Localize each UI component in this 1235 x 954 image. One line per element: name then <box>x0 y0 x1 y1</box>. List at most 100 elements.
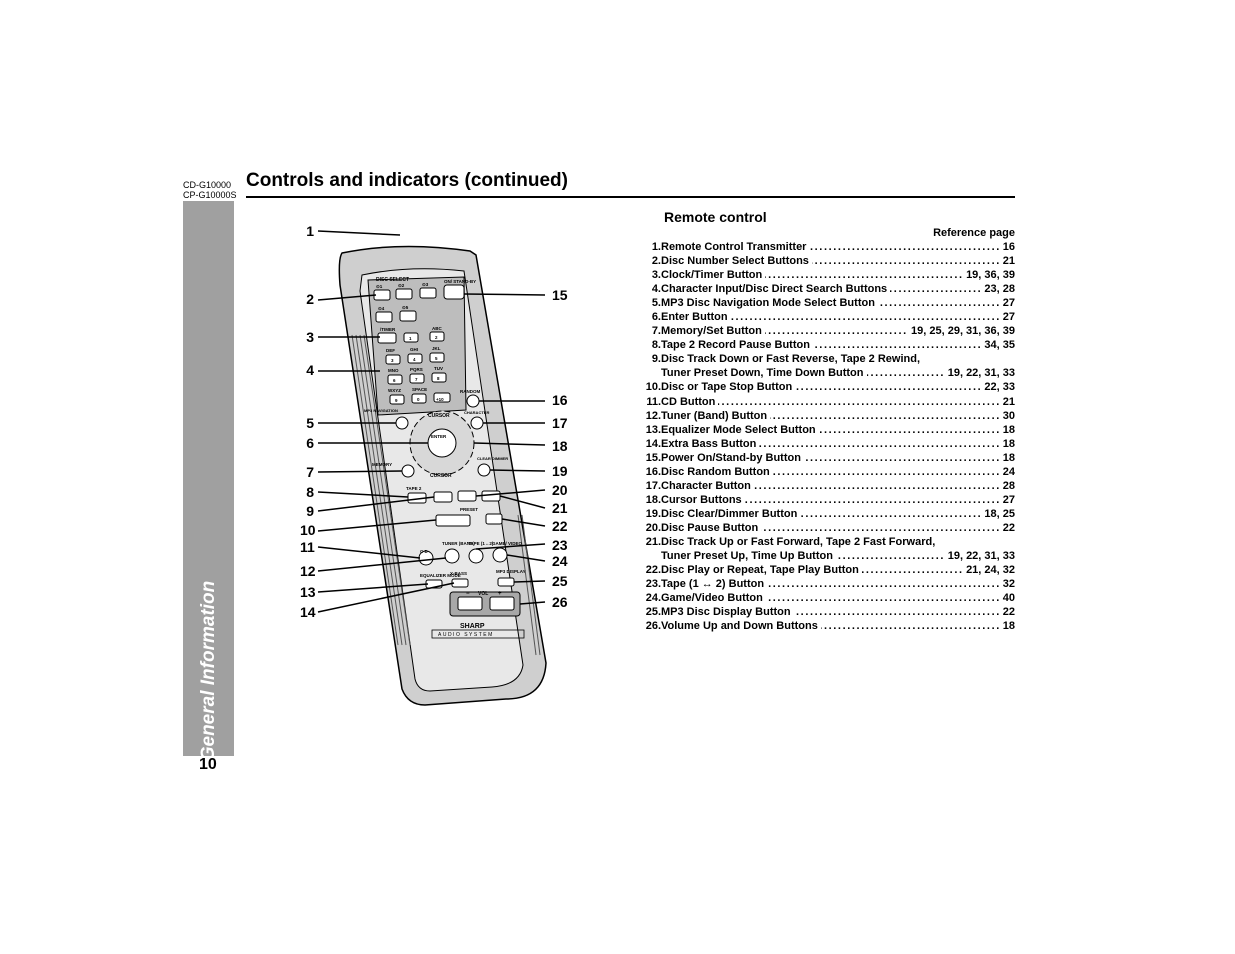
item-pages: 19, 22, 31, 33 <box>944 549 1015 564</box>
item-label: Disc or Tape Stop Button <box>661 380 796 395</box>
remote-key-4: 4 <box>413 357 416 362</box>
item-number: 9. <box>651 353 661 366</box>
remote-disc-4: ⊙4 <box>378 306 385 311</box>
list-item: 7.......................................… <box>640 324 1015 339</box>
remote-label-x-bass: X-BASS <box>450 571 467 576</box>
section-title: Remote control <box>664 209 767 225</box>
remote-label-mp3-display: MP3 DISPLAY <box>496 569 526 574</box>
list-item: 21.Disc Track Up or Fast Forward, Tape 2… <box>640 534 1015 549</box>
list-item: 20......................................… <box>640 520 1015 535</box>
item-pages: 27 <box>999 310 1015 325</box>
remote-disc-1: ⊙1 <box>376 284 383 289</box>
model-number-2: CP-G10000S <box>183 190 237 200</box>
remote-label-audio-system: AUDIO SYSTEM <box>438 632 494 638</box>
item-label: Character Input/Disc Direct Search Butto… <box>661 282 891 297</box>
leader-dots: ........................................… <box>661 311 1015 324</box>
callout-number: 26 <box>552 594 568 610</box>
list-item: 19......................................… <box>640 506 1015 521</box>
callout-number: 7 <box>306 464 314 480</box>
item-number: 11. <box>646 395 661 408</box>
item-pages: 22 <box>999 605 1015 620</box>
remote-label-equalizer-mode: EQUALIZER MODE <box>420 573 461 578</box>
list-item: 23......................................… <box>640 577 1015 592</box>
item-label: Disc Track Up or Fast Forward, Tape 2 Fa… <box>661 534 939 549</box>
item-pages: 18 <box>999 436 1015 451</box>
item-label: Cursor Buttons <box>661 492 745 507</box>
list-item: ........................................… <box>640 549 1015 564</box>
item-label: Tuner Preset Down, Time Down Button <box>661 366 867 381</box>
callout-number: 24 <box>552 553 568 569</box>
remote-label-tape2: TAPE 2 <box>406 486 422 491</box>
item-label: Volume Up and Down Buttons <box>661 619 821 634</box>
item-label: Memory/Set Button <box>661 324 765 339</box>
item-pages: 23, 28 <box>981 282 1015 297</box>
remote-key-0: 0 <box>417 397 420 402</box>
list-item: 9.Disc Track Down or Fast Reverse, Tape … <box>640 352 1015 367</box>
callout-number: 22 <box>552 518 568 534</box>
callout-number: 4 <box>306 362 314 378</box>
callout-number: 3 <box>306 329 314 345</box>
remote-key-8: 8 <box>437 376 440 381</box>
item-number: 13. <box>645 423 661 436</box>
callout-number: 16 <box>552 392 568 408</box>
remote-brand-logo: SHARP <box>460 623 485 630</box>
item-number: 26. <box>645 620 661 633</box>
item-number: 15. <box>645 451 661 464</box>
remote-label-random: RANDOM <box>460 389 480 394</box>
remote-key-3: 3 <box>391 358 394 363</box>
list-item: 2.......................................… <box>640 254 1015 269</box>
list-item: 12......................................… <box>640 408 1015 423</box>
item-number: 16. <box>645 465 661 478</box>
item-pages: 19, 22, 31, 33 <box>944 366 1015 381</box>
remote-label-timer: /TIMER <box>380 327 396 332</box>
list-item: 22......................................… <box>640 563 1015 578</box>
remote-label-cursor-bottom: CURSOR <box>430 473 452 479</box>
item-label: CD Button <box>661 394 719 409</box>
callout-number: 17 <box>552 415 568 431</box>
list-item: 1.......................................… <box>640 240 1015 254</box>
item-pages: 22, 33 <box>981 380 1015 395</box>
list-item: 11......................................… <box>640 394 1015 409</box>
item-label: MP3 Disc Display Button <box>661 605 794 620</box>
item-pages: 18, 25 <box>981 506 1015 521</box>
item-number: 4. <box>651 283 661 296</box>
remote-label-tuner-band: TUNER (BAND) <box>442 541 475 546</box>
item-pages: 19, 25, 29, 31, 36, 39 <box>908 324 1015 339</box>
item-label: Tape (1 ↔ 2) Button <box>661 577 768 592</box>
callout-number: 6 <box>306 435 314 451</box>
remote-label-tuv: TUV <box>434 366 443 371</box>
title-rule <box>246 196 1015 198</box>
item-pages: 28 <box>999 478 1015 493</box>
remote-key-7: 7 <box>415 377 418 382</box>
callout-number: 19 <box>552 463 568 479</box>
remote-label-vol-plus: + <box>498 591 502 597</box>
section-sidebar: General Information <box>183 201 234 761</box>
remote-label-cursor-top: CURSOR <box>428 413 450 419</box>
item-pages: 18 <box>999 450 1015 465</box>
remote-label-game-video: GAME/ VIDEO <box>492 541 523 546</box>
item-number: 3. <box>651 269 661 282</box>
remote-label-pqrs: PQRS <box>410 367 423 372</box>
remote-label-mno: MNO <box>388 368 399 373</box>
item-pages: 30 <box>999 408 1015 423</box>
callout-number: 14 <box>300 604 316 620</box>
item-label: MP3 Disc Navigation Mode Select Button <box>661 296 878 311</box>
item-pages: 22 <box>999 520 1015 535</box>
list-item: 13......................................… <box>640 422 1015 437</box>
item-label: Tuner (Band) Button <box>661 408 771 423</box>
item-label: Disc Random Button <box>661 464 773 479</box>
item-pages: 21 <box>999 254 1015 269</box>
item-label: Tuner Preset Up, Time Up Button <box>661 549 836 564</box>
remote-label-jkl: JKL <box>432 346 441 351</box>
list-item: 24......................................… <box>640 591 1015 606</box>
list-item: 25......................................… <box>640 605 1015 620</box>
item-label: Extra Bass Button <box>661 436 760 451</box>
remote-label-ghi: GHI <box>410 347 418 352</box>
item-number: 2. <box>651 255 661 268</box>
remote-label-space: SPACE <box>412 387 427 392</box>
item-label: Enter Button <box>661 310 731 325</box>
callout-number: 5 <box>306 415 314 431</box>
list-item: 17......................................… <box>640 478 1015 493</box>
item-label: Disc Play or Repeat, Tape Play Button <box>661 563 862 578</box>
remote-label-abc: ABC <box>432 326 442 331</box>
